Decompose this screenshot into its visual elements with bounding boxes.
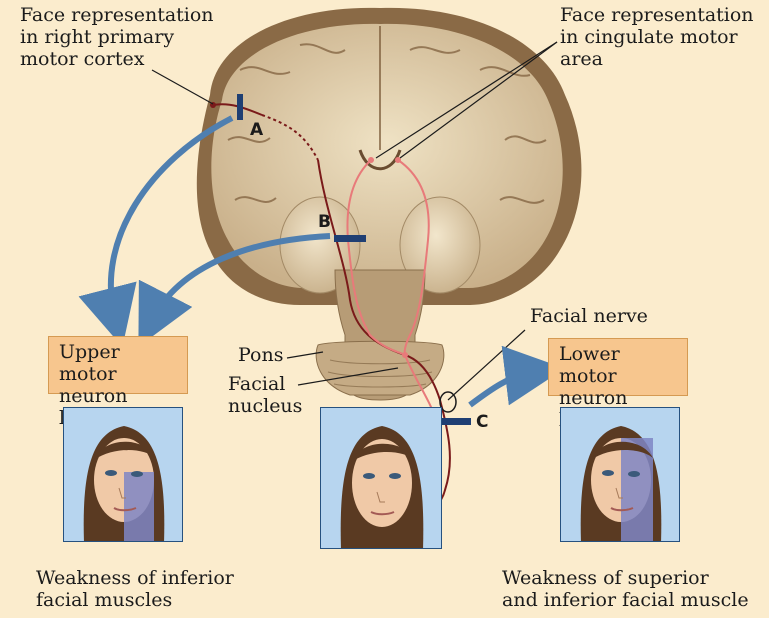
arrow-a-to-upper	[78, 115, 234, 348]
arrow-b-to-upper	[138, 233, 331, 347]
lesion-marker-a	[237, 94, 243, 120]
label-pons: Pons	[238, 344, 284, 366]
label-face-primary: Face representation in right primary mot…	[20, 4, 214, 70]
lesion-label-c: C	[476, 412, 489, 432]
lesion-label-a: A	[250, 120, 264, 140]
label-facial-nucleus: Facial nucleus	[228, 373, 303, 417]
face-panel-normal	[320, 407, 442, 549]
lower-motor-lesion-box: Lower motor neuron lesion	[548, 338, 688, 431]
lesion-marker-c	[441, 418, 471, 425]
arrow-c-to-lower	[468, 345, 565, 408]
face-panel-upper-lesion	[63, 407, 183, 542]
caption-weakness-both: Weakness of superior and inferior facial…	[502, 567, 749, 611]
face-icon	[340, 426, 424, 548]
face-icon	[580, 426, 662, 541]
label-facial-nerve: Facial nerve	[530, 305, 648, 327]
face-panel-lower-lesion	[560, 407, 680, 542]
upper-motor-lesion-box: Upper motor neuron lesion	[48, 336, 188, 429]
caption-weakness-inferior: Weakness of inferior facial muscles	[36, 567, 234, 611]
label-face-cingulate: Face representation in cingulate motor a…	[560, 4, 754, 70]
face-icon	[83, 426, 165, 541]
lesion-marker-b	[334, 235, 366, 242]
brain-icon	[196, 7, 582, 401]
lesion-label-b: B	[318, 212, 331, 232]
